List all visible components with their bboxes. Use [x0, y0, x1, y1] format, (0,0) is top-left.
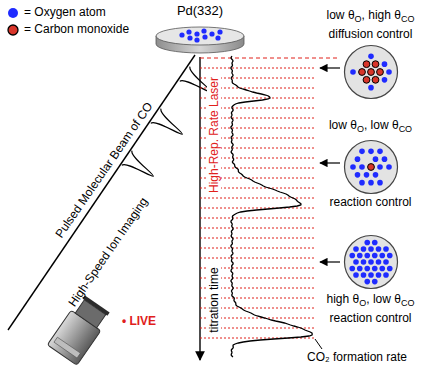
coverage-state: high θO, low θCOreaction control	[318, 234, 423, 326]
legend-swatch	[6, 23, 20, 37]
coverage-state: low θO, low θCO reaction control	[318, 118, 423, 210]
coverage-state: low θO, high θCOdiffusion control	[318, 8, 423, 100]
legend-swatch	[6, 6, 20, 20]
live-label: • LIVE	[120, 314, 158, 328]
state-label: diffusion control	[329, 27, 413, 42]
laser-line	[200, 258, 315, 259]
laser-line	[200, 58, 340, 59]
surface-circle	[343, 139, 399, 195]
laser-line	[200, 68, 315, 69]
beam-line	[8, 55, 195, 330]
state-label: low θO, high θCO	[327, 8, 415, 27]
laser-lines	[200, 68, 315, 338]
state-label: reaction control	[329, 311, 411, 326]
axis-label: titration time	[207, 265, 221, 334]
laser-label: High-Rep. Rate Laser	[207, 75, 221, 195]
state-label: high θO, low θCO	[327, 292, 415, 311]
legend-row: = Oxygen atom	[6, 4, 129, 21]
legend: = Oxygen atom = Carbon monoxide	[6, 4, 129, 38]
crystal-disk	[156, 27, 244, 53]
state-label: low θO, low θCO	[329, 118, 412, 137]
laser-line	[200, 218, 315, 219]
surface-circle	[343, 234, 399, 290]
trace-label: CO₂ formation rate	[305, 350, 409, 364]
laser-line	[200, 248, 315, 249]
legend-text: = Oxygen atom	[24, 5, 106, 20]
sample-label: Pd(332)	[175, 4, 225, 18]
legend-text: = Carbon monoxide	[24, 22, 129, 37]
legend-row: = Carbon monoxide	[6, 21, 129, 38]
laser-line	[200, 238, 315, 239]
laser-line	[200, 208, 315, 209]
rate-trace	[231, 56, 312, 357]
leader-line	[315, 339, 322, 349]
surface-circle	[343, 44, 399, 100]
state-label: reaction control	[329, 195, 411, 210]
laser-line	[200, 198, 315, 199]
pointer-arrows	[320, 68, 340, 262]
laser-line	[200, 228, 315, 229]
